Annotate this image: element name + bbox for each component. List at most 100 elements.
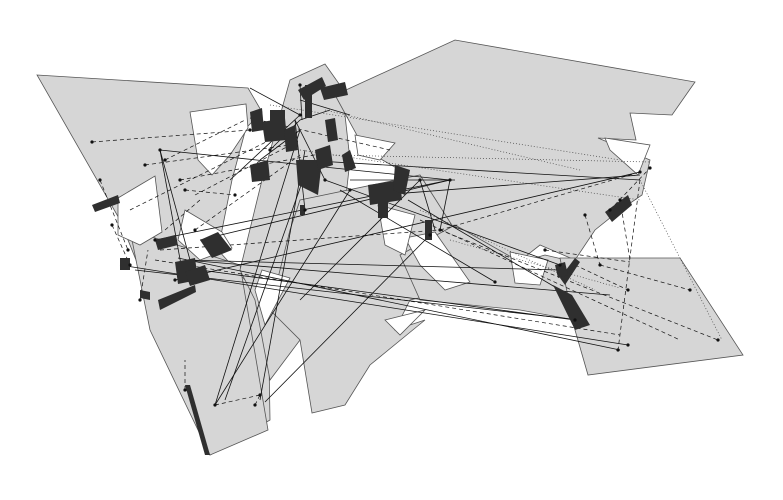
connector-line-37	[99, 179, 129, 251]
connector-line-39	[179, 151, 331, 181]
node-dot-1	[143, 163, 147, 167]
dark-block-27	[605, 195, 632, 222]
node-dot-26	[598, 263, 602, 267]
connector-line-40	[184, 189, 236, 196]
node-dot-8	[233, 193, 237, 197]
connector-line-61	[194, 139, 301, 196]
connector-line-20	[199, 269, 576, 321]
node-dot-13	[298, 83, 302, 87]
connector-line-34	[419, 179, 436, 231]
node-dot-6	[178, 178, 182, 182]
connector-line-53	[617, 179, 641, 351]
dark-block-1	[320, 82, 348, 100]
dark-block-7	[296, 160, 322, 195]
dark-block-6	[284, 125, 298, 152]
connector-line-3	[259, 149, 306, 401]
dark-block-10	[342, 150, 356, 172]
connector-line-4	[224, 159, 311, 401]
node-dot-38	[248, 128, 252, 132]
node-dot-14	[298, 113, 302, 117]
node-dot-42	[153, 238, 157, 242]
dark-block-11	[250, 160, 270, 182]
node-dot-43	[138, 298, 142, 302]
white-cutout-group	[117, 103, 651, 336]
node-dot-16	[323, 178, 327, 182]
node-dot-41	[193, 228, 197, 232]
dark-block-14	[393, 165, 410, 195]
dark-block-8	[315, 145, 333, 170]
connector-line-33	[407, 199, 561, 291]
node-dot-23	[648, 166, 652, 170]
connector-line-48	[609, 167, 651, 211]
connector-line-44	[194, 154, 301, 231]
connector-line-26	[299, 109, 331, 121]
dark-block-29	[425, 220, 432, 240]
dark-block-25	[553, 285, 590, 330]
dark-block-5	[270, 110, 285, 132]
node-dot-0	[90, 140, 94, 144]
dark-block-9	[325, 118, 338, 142]
node-dot-3	[110, 223, 114, 227]
connector-line-56	[164, 199, 201, 231]
white-cutout-0	[189, 103, 249, 176]
node-dot-5	[128, 263, 132, 267]
dark-block-group	[92, 77, 632, 455]
dark-block-23	[140, 290, 150, 300]
connector-line-2	[214, 129, 301, 406]
connector-line-5	[214, 189, 351, 406]
connector-line-29	[174, 171, 641, 281]
connector-line-16	[339, 189, 496, 283]
dark-block-2	[305, 85, 312, 118]
node-dot-15	[303, 208, 307, 212]
connector-line-43	[254, 394, 261, 406]
node-dot-19	[448, 178, 452, 182]
node-dot-21	[428, 233, 432, 237]
connector-line-60	[129, 129, 291, 211]
connector-line-58	[159, 229, 441, 251]
dark-block-28	[555, 262, 568, 278]
node-dot-44	[173, 278, 177, 282]
node-dot-32	[558, 263, 562, 267]
dark-block-12	[300, 205, 305, 215]
node-dot-18	[418, 178, 422, 182]
connector-line-30	[229, 114, 301, 181]
connector-line-8	[249, 87, 301, 116]
connector-line-67	[299, 149, 641, 201]
dark-block-20	[200, 232, 232, 258]
connector-line-12	[184, 259, 611, 296]
connector-line-54	[544, 249, 631, 263]
node-dot-group	[90, 83, 720, 407]
connector-line-11	[159, 149, 183, 271]
node-dot-34	[493, 280, 497, 284]
node-dot-7	[183, 188, 187, 192]
white-cutout-9	[384, 309, 427, 336]
node-dot-28	[688, 288, 692, 292]
node-dot-31	[616, 348, 620, 352]
node-dot-2	[98, 178, 102, 182]
connector-line-66	[269, 104, 621, 161]
white-cutout-4	[354, 134, 396, 161]
connector-line-36	[144, 144, 291, 166]
connector-line-51	[574, 264, 629, 291]
node-dot-33	[573, 318, 577, 322]
connector-line-13	[184, 259, 561, 271]
connector-line-64	[449, 239, 621, 289]
gray-panel-1	[129, 229, 269, 456]
connector-line-9	[159, 149, 191, 261]
connector-line-42	[214, 394, 261, 406]
node-dot-35	[543, 248, 547, 252]
dark-block-21	[158, 285, 196, 310]
dark-block-16	[92, 195, 120, 212]
node-dot-37	[268, 148, 272, 152]
connector-line-49	[584, 214, 601, 266]
connector-line-35	[91, 129, 251, 143]
dark-block-3	[250, 108, 264, 132]
connector-line-59	[154, 259, 621, 336]
connector-line-50	[599, 264, 691, 291]
node-dot-9	[183, 388, 187, 392]
dark-block-17	[155, 235, 178, 250]
node-dot-10	[213, 403, 217, 407]
node-dot-20	[438, 228, 442, 232]
white-cutout-1	[117, 175, 163, 246]
connector-line-7	[264, 234, 431, 403]
